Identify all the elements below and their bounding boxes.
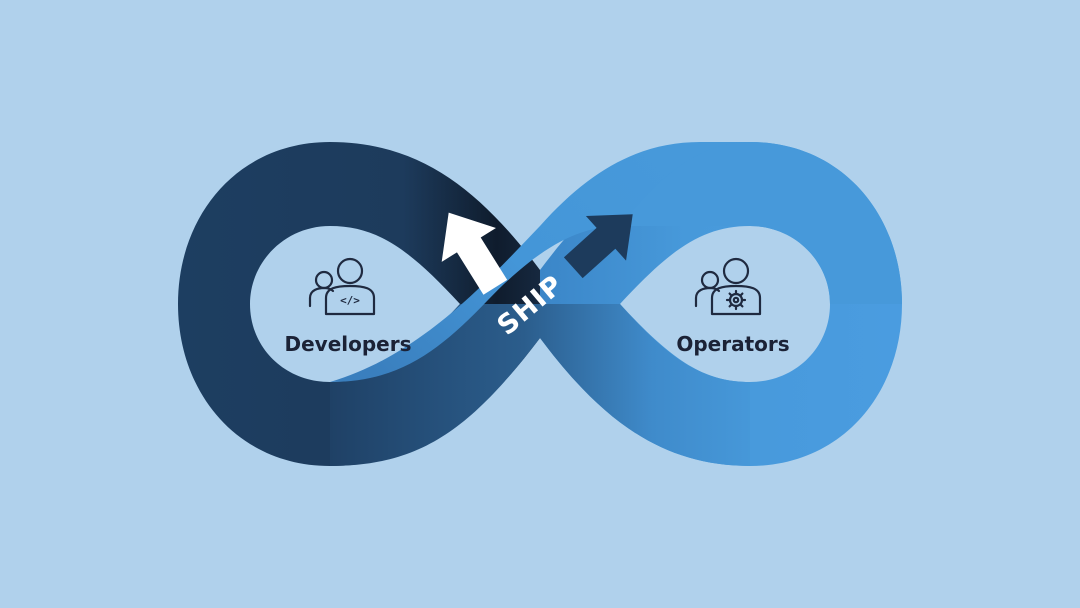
code-symbol-text: </> bbox=[340, 294, 360, 307]
developers-label: Developers bbox=[284, 332, 411, 356]
arrow-up-right-icon bbox=[563, 214, 633, 279]
lower-crossing-band bbox=[330, 304, 750, 466]
operators-label: Operators bbox=[676, 332, 789, 356]
gear-icon bbox=[725, 289, 747, 311]
operator-gear-icon bbox=[694, 257, 762, 316]
arrow-up-left-icon bbox=[441, 212, 508, 295]
developer-code-icon: </> bbox=[308, 257, 376, 316]
right-loop-top-overlay bbox=[620, 142, 902, 304]
